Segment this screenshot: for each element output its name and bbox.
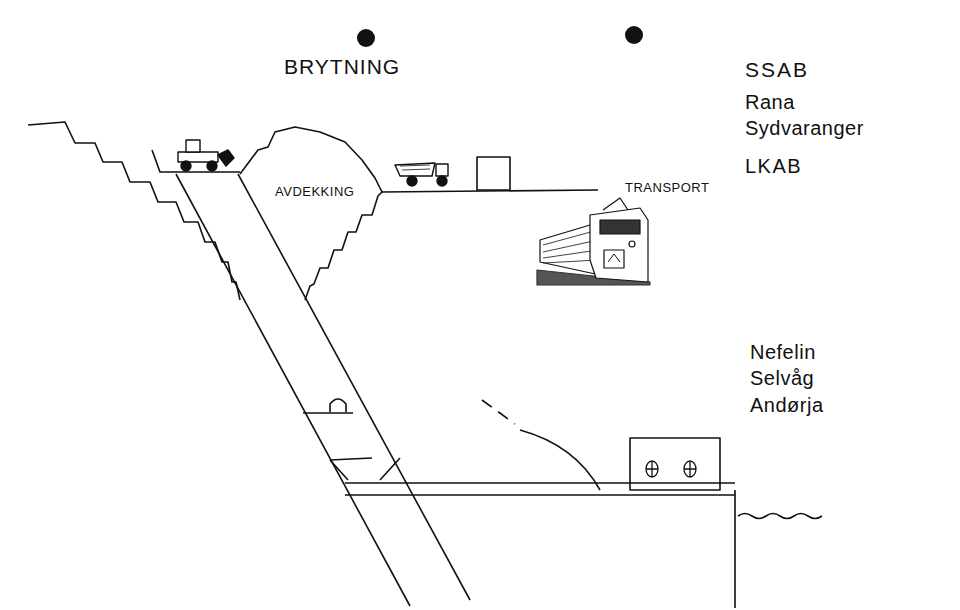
bullet-dot	[625, 26, 643, 44]
slope-line	[482, 400, 515, 424]
water	[738, 514, 822, 519]
overburden-hill	[240, 127, 382, 300]
building	[477, 157, 510, 190]
bullet-dot	[357, 29, 375, 47]
label: Selvåg	[750, 367, 814, 389]
ore-body-edge	[176, 174, 410, 606]
ore-body-edge	[238, 174, 470, 600]
label: Andørja	[750, 394, 824, 416]
bench	[152, 150, 240, 172]
wheel-loader	[178, 140, 234, 171]
label: Sydvaranger	[745, 117, 864, 139]
crusher-chute	[330, 458, 400, 480]
label: Nefelin	[750, 341, 816, 363]
tunnel-arch	[330, 399, 346, 412]
label: TRANSPORT	[625, 181, 709, 195]
label: BRYTNING	[284, 55, 400, 78]
window	[646, 461, 696, 477]
conveyor-tunnel	[345, 494, 735, 496]
conveyor-tunnel	[345, 482, 735, 484]
quay-wall	[734, 490, 736, 608]
label: LKAB	[745, 155, 802, 177]
ore-train	[537, 198, 650, 285]
dump-truck	[395, 163, 448, 186]
label: AVDEKKING	[275, 185, 354, 199]
plant-building	[630, 438, 720, 490]
pit-wall	[28, 122, 240, 300]
label: Rana	[745, 91, 795, 113]
slope-line	[520, 430, 600, 490]
label: SSAB	[745, 58, 809, 81]
level-line	[303, 412, 353, 414]
